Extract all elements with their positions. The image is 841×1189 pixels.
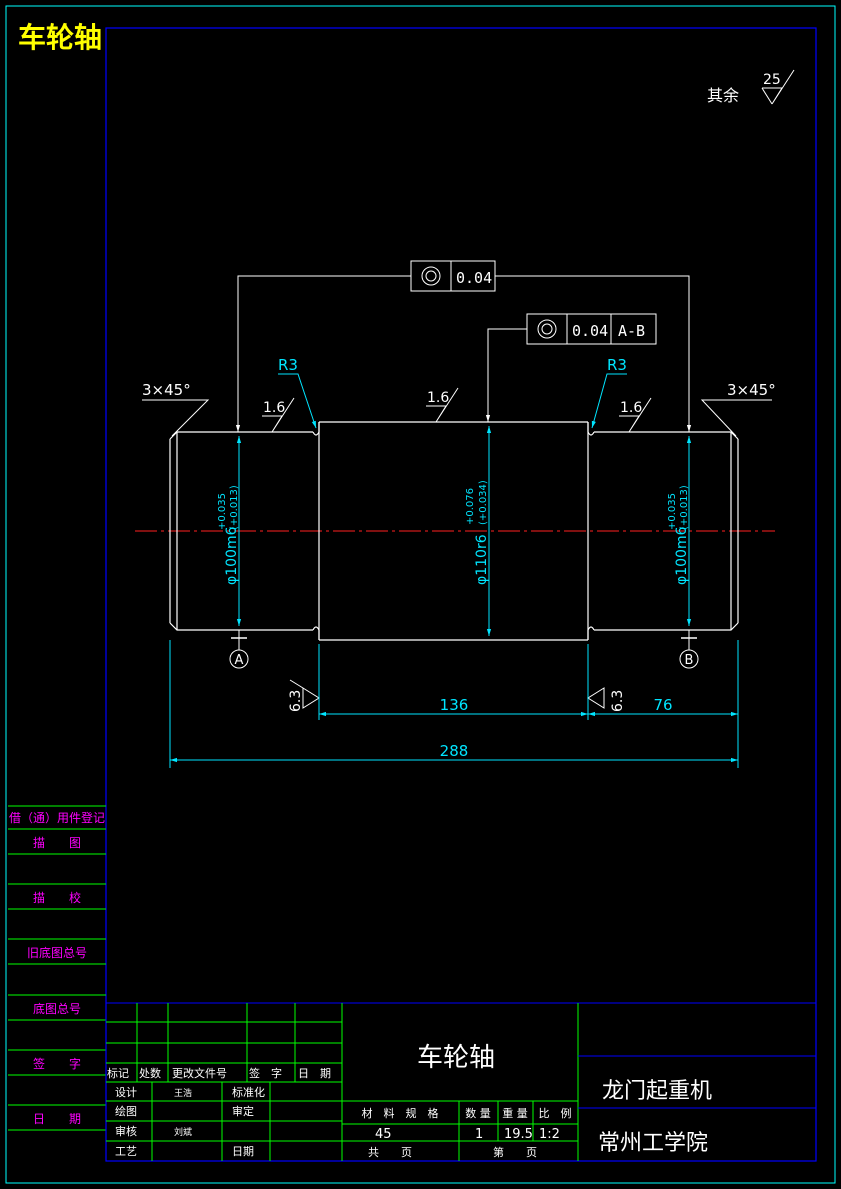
tb-checker: 刘斌 xyxy=(174,1126,192,1138)
title-block-text: 标记 处数 更改文件号 签 字 日 期 设计 王浩 标准化 绘图 审定 审核 刘… xyxy=(107,1043,712,1159)
tb-part-name: 车轮轴 xyxy=(417,1043,495,1073)
tolerance-datum-value: 0.04 xyxy=(572,322,608,340)
svg-text:(+0.034): (+0.034) xyxy=(478,480,489,525)
left-panel xyxy=(8,805,106,1131)
inner-frame xyxy=(105,27,817,1162)
tb-rev-h3: 更改文件号 xyxy=(172,1066,227,1080)
surface-note-value: 25 xyxy=(763,72,781,88)
tolerance-frame-datum: 0.04 A-B xyxy=(485,313,657,422)
dim-76: 76 xyxy=(653,696,672,714)
diameter-center: φ110r6 +0.076 (+0.034) xyxy=(465,426,492,636)
roughness-center: 1.6 xyxy=(426,387,459,423)
svg-text:φ110r6: φ110r6 xyxy=(474,534,490,585)
tb-weight-header: 重 量 xyxy=(502,1106,528,1120)
tb-material-header: 材 料 规 格 xyxy=(362,1106,439,1120)
dim-288: 288 xyxy=(440,742,469,760)
datum-b: B xyxy=(679,630,699,669)
tb-role-design: 设计 xyxy=(115,1086,137,1099)
tb-project: 龙门起重机 xyxy=(602,1079,712,1104)
tb-role-review: 审定 xyxy=(232,1104,254,1118)
radius-right: R3 xyxy=(591,356,627,429)
tb-weight: 19.5 xyxy=(504,1127,533,1142)
chamfer-right: 3×45° xyxy=(700,381,776,437)
svg-text:6.3: 6.3 xyxy=(610,690,626,712)
tb-qty: 1 xyxy=(475,1127,483,1142)
svg-text:B: B xyxy=(685,653,694,668)
tolerance-datum-ref: A-B xyxy=(618,322,645,340)
radius-left: R3 xyxy=(278,356,317,429)
svg-text:A: A xyxy=(235,653,244,668)
svg-text:1.6: 1.6 xyxy=(620,400,642,416)
shaft-outline xyxy=(169,421,739,641)
tolerance-frame-top: 0.04 xyxy=(235,260,692,432)
svg-text:+0.035: +0.035 xyxy=(667,493,678,530)
length-dimensions xyxy=(169,640,739,768)
panel-row-7: 日 期 xyxy=(33,1112,81,1126)
title-block-grid xyxy=(105,1002,817,1162)
tb-role-process: 工艺 xyxy=(115,1145,137,1158)
datum-a: A xyxy=(229,630,249,669)
panel-row-1: 借（通）用件登记 xyxy=(9,810,105,825)
tb-rev-h5: 日 期 xyxy=(298,1067,331,1080)
tb-scale-header: 比 例 xyxy=(539,1106,572,1120)
tb-total-pages: 共 页 xyxy=(368,1146,412,1159)
svg-text:1.6: 1.6 xyxy=(427,390,449,406)
svg-text:R3: R3 xyxy=(278,356,298,374)
surface-note-symbol xyxy=(762,69,795,105)
roughness-left: 1.6 xyxy=(262,397,295,433)
svg-text:+0.076: +0.076 xyxy=(465,488,476,525)
tb-rev-h4: 签 字 xyxy=(249,1066,282,1080)
svg-text:φ100m6: φ100m6 xyxy=(224,526,240,585)
roughness-right: 1.6 xyxy=(619,397,652,433)
panel-row-4: 旧底图总号 xyxy=(27,945,87,960)
surface-note-label: 其余 xyxy=(707,86,739,105)
tb-page-no: 第 页 xyxy=(493,1145,537,1159)
tb-material: 45 xyxy=(375,1127,392,1142)
roughness-shoulder-left: 6.3 xyxy=(288,679,320,712)
tb-designer: 王浩 xyxy=(174,1087,192,1099)
roughness-shoulder-right: 6.3 xyxy=(587,687,626,712)
svg-text:6.3: 6.3 xyxy=(288,690,304,712)
svg-text:φ100m6: φ100m6 xyxy=(674,526,690,585)
tb-role-draw: 绘图 xyxy=(115,1104,137,1118)
panel-row-2: 描 图 xyxy=(33,836,81,850)
left-panel-labels: 借（通）用件登记 描 图 描 校 旧底图总号 底图总号 签 字 日 期 xyxy=(9,810,105,1126)
svg-text:3×45°: 3×45° xyxy=(727,381,776,399)
svg-text:R3: R3 xyxy=(607,356,627,374)
panel-row-5: 底图总号 xyxy=(33,1001,81,1016)
svg-text:3×45°: 3×45° xyxy=(142,381,191,399)
surface-note: 其余 25 xyxy=(707,69,795,105)
chamfer-left: 3×45° xyxy=(142,381,210,437)
tb-role-check: 审核 xyxy=(115,1124,137,1138)
diameter-right: φ100m6 +0.035 (+0.013) xyxy=(667,436,692,626)
svg-text:1.6: 1.6 xyxy=(263,400,285,416)
tb-role-standard: 标准化 xyxy=(232,1085,265,1099)
tb-qty-header: 数 量 xyxy=(465,1107,491,1120)
tb-rev-h1: 标记 xyxy=(107,1066,129,1080)
tb-scale: 1:2 xyxy=(539,1127,560,1142)
outer-frame xyxy=(5,5,836,1184)
dim-136: 136 xyxy=(440,696,469,714)
tolerance-top-value: 0.04 xyxy=(456,269,492,287)
tb-rev-h2: 处数 xyxy=(139,1067,161,1080)
panel-row-6: 签 字 xyxy=(33,1056,81,1071)
tb-school: 常州工学院 xyxy=(598,1131,708,1156)
page-title: 车轮轴 xyxy=(18,21,102,54)
svg-text:+0.035: +0.035 xyxy=(217,493,228,530)
surface-note-line xyxy=(761,87,773,105)
tb-role-date: 日期 xyxy=(232,1145,254,1158)
svg-text:(+0.013): (+0.013) xyxy=(679,485,690,530)
svg-text:(+0.013): (+0.013) xyxy=(229,485,240,530)
panel-row-3: 描 校 xyxy=(33,890,81,905)
diameter-left: φ100m6 +0.035 (+0.013) xyxy=(217,436,242,626)
